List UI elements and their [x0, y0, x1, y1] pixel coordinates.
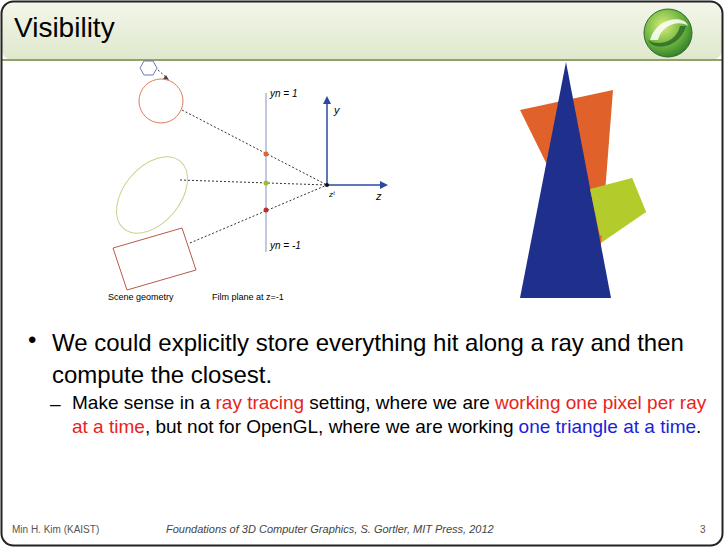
bullet-text: We could explicitly store everything hit… — [52, 327, 702, 391]
header-rule — [2, 59, 722, 61]
bullet-phrase: one triangle at a time — [519, 416, 696, 437]
footer-author: Min H. Kim (KAIST) — [12, 524, 99, 535]
logo — [644, 9, 692, 57]
bullet-phrase: , but not for OpenGL, where we are worki… — [145, 416, 514, 437]
header-band — [2, 2, 722, 60]
bullet-phrase: ray tracing — [215, 392, 304, 413]
eye-label: zᵗ — [329, 190, 335, 199]
bullet-phrase: . — [696, 416, 701, 437]
page-number: 3 — [700, 524, 706, 535]
axis-label: y — [334, 104, 340, 116]
bullet-mark: • — [28, 326, 36, 354]
triangles-figure — [520, 62, 646, 298]
slide-title: Visibility — [14, 12, 115, 44]
axis-label: z — [376, 190, 382, 202]
figure-caption: Scene geometry — [108, 292, 174, 302]
film-label: yn = -1 — [270, 240, 301, 251]
bullet-phrase: setting, where we are — [309, 392, 490, 413]
figure-caption: Film plane at z=-1 — [212, 292, 284, 302]
bullet-text: Make sense in aray tracingsetting, where… — [72, 391, 712, 439]
bullet-phrase: Make sense in a — [72, 392, 210, 413]
bullet-phrase: We could explicitly store everything hit… — [52, 329, 684, 388]
scene-geometry-figure — [102, 61, 388, 290]
film-label: yn = 1 — [270, 88, 298, 99]
footer-citation: Foundations of 3D Computer Graphics, S. … — [166, 523, 494, 535]
sub-bullet-mark: – — [50, 393, 61, 415]
